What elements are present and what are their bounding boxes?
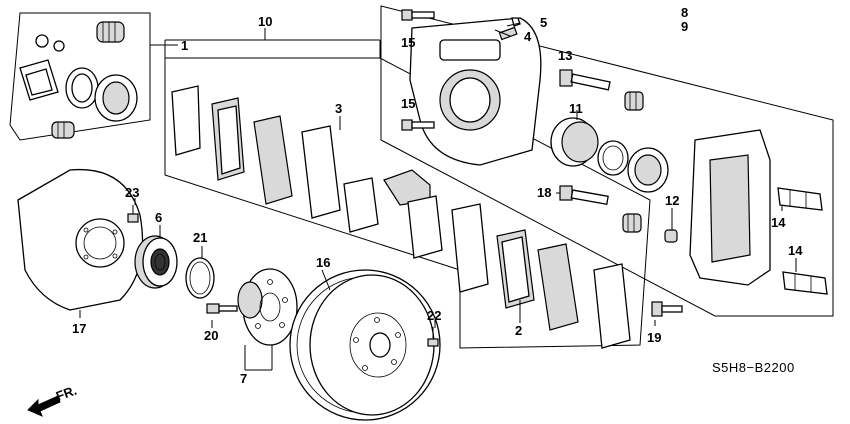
- pin-boot-18: [622, 213, 642, 233]
- callout-2: 2: [515, 323, 522, 338]
- caliper-bolt-15-top: [401, 9, 435, 21]
- caliper-assembly-group-box: [380, 5, 834, 317]
- front-direction-arrow: FR.: [27, 383, 79, 417]
- seal-kit-parts: [19, 21, 138, 139]
- callout-14-top: 14: [771, 215, 786, 230]
- caliper-piston: [550, 117, 599, 167]
- wheel-hub: [237, 268, 298, 346]
- brake-disc: [289, 269, 441, 421]
- seal-kit-group-box: [9, 12, 151, 141]
- callout-23: 23: [125, 185, 139, 200]
- callout-15-top: 15: [401, 35, 415, 50]
- piston-boot: [627, 147, 669, 193]
- callout-5: 5: [540, 15, 547, 30]
- callout-13: 13: [558, 48, 572, 63]
- callout-22: 22: [427, 308, 441, 323]
- direction-label: FR.: [54, 383, 79, 404]
- callout-numbers: 1 10 3 2 15 15 5 4 8 9 13 11 18 12 14 14…: [72, 5, 803, 386]
- callout-19: 19: [647, 330, 661, 345]
- bleeder-cap: [664, 229, 678, 243]
- bolt-22: [427, 327, 439, 347]
- diagram-reference-code: S5H8−B2200: [712, 360, 795, 375]
- guide-pin-13: [559, 69, 611, 91]
- callout-14-bottom: 14: [788, 243, 803, 258]
- pad-shim-center: [383, 169, 431, 206]
- circlip: [185, 257, 215, 299]
- bolt-23: [127, 205, 139, 223]
- pad-retainer-top: [777, 187, 823, 211]
- caliper-bracket: [689, 129, 771, 286]
- callout-15-lower: 15: [401, 96, 415, 111]
- callout-9: 9: [681, 19, 688, 34]
- callout-16: 16: [316, 255, 330, 270]
- callout-11: 11: [569, 101, 583, 116]
- pad-retainer-bottom: [782, 271, 828, 295]
- hub-bolt: [206, 303, 238, 314]
- callout-18: 18: [537, 185, 551, 200]
- guide-pin-18: [559, 185, 609, 205]
- callout-20: 20: [204, 328, 218, 343]
- callout-10: 10: [258, 14, 272, 29]
- callout-21: 21: [193, 230, 207, 245]
- splash-shield: [17, 168, 144, 311]
- callout-12: 12: [665, 193, 679, 208]
- callout-7: 7: [240, 371, 247, 386]
- callout-1: 1: [181, 38, 188, 53]
- caliper-body: [409, 17, 542, 166]
- callout-4: 4: [524, 29, 532, 44]
- pin-boot-13: [624, 91, 644, 111]
- bracket-bolt-19: [651, 301, 683, 317]
- callout-6: 6: [155, 210, 162, 225]
- callout-17: 17: [72, 321, 86, 336]
- caliper-bolt-15-lower: [401, 119, 435, 131]
- arrow-icon: [27, 395, 61, 417]
- callout-3: 3: [335, 101, 342, 116]
- callout-8: 8: [681, 5, 688, 20]
- leader-lines: [79, 22, 797, 371]
- piston-seal: [597, 140, 629, 176]
- pad-shims-right: [407, 195, 631, 349]
- pad-shims-left: [171, 85, 379, 233]
- wheel-bearing: [134, 235, 178, 289]
